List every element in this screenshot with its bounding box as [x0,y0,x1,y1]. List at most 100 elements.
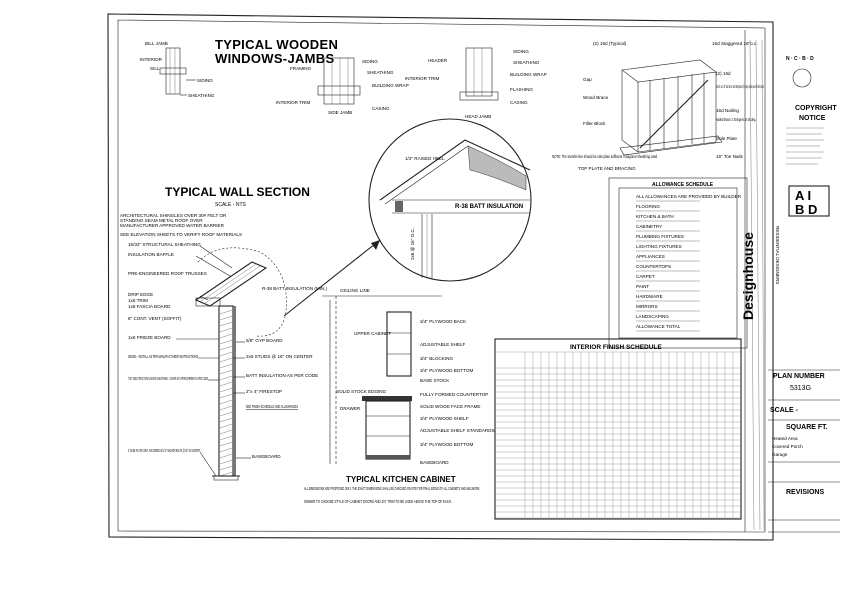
jamb-label-13: HEADER [428,58,448,63]
cabinet-title: TYPICAL KITCHEN CABINET [346,475,456,484]
copyright-1: COPYRIGHT [795,105,837,112]
cab-label-12: 3/4" PLYWOOD BOTTOM [420,442,473,447]
allowance-item: MIRRORS [636,304,658,309]
fine-print-strips [749,39,765,531]
aibd-box [788,185,830,217]
jamb-label-12: SIDE JAMB [328,110,352,115]
jamb-label-2: INTERIOR [140,57,163,62]
ncbd-seal [792,68,812,88]
jamb-label-20: HEAD JAMB [465,114,491,119]
wall-callout-r5: 2"x 4" FIRESTOP [246,389,282,394]
inner-border [117,19,766,533]
brace-label-9: Filler Block [583,121,606,126]
allowance-item: ALLOWANCE TOTAL [636,324,681,329]
cabinet-note-2: OWNER TO CHOOSE STYLE OF CABINET DOORS A… [304,499,452,504]
detail-circle [368,118,532,282]
kitchen-cabinet-detail: CEILING LINE 3/4" PLYWOOD BACK UPPER CAB… [304,288,495,504]
allowance-item: PLUMBING FIXTURES [636,234,684,239]
allowance-box [608,177,748,349]
jamb-label-6: FRAMING [290,66,312,71]
brace-label-10: Sole Plate [716,136,737,141]
wall-hatch-line [219,315,233,321]
wall-callout-2: STANDING SEAM METAL ROOF OVER [120,218,203,223]
finish-table [494,338,742,520]
sqft-row-1: Heated Area [772,436,798,441]
wall-callout-3: MANUFACTURER APPROVED WATER BARRIER [120,223,225,228]
wall-callout-r2: 5/8" GYP BOARD [246,338,283,343]
brace-label-7: 16d Nailing [716,108,739,113]
wall-hatch-line [219,435,233,441]
finish-grid [495,351,741,519]
cab-label-2: 3/4" PLYWOOD BACK [420,319,467,324]
jamb-label-3: SILL [150,66,160,71]
jamb-label-8: SHEATHING [367,70,394,75]
aibd-bottom: B D [795,202,817,217]
wall-hatch-line [219,411,233,417]
allowance-item: APPLIANCES [636,254,665,259]
wall-hatch-line [219,441,233,447]
jamb-label-7: SIDING [362,59,378,64]
jamb-label-4: SIDING [197,78,213,83]
allowance-item: CARPET [636,274,655,279]
cab-label-10: 3/4" PLYWOOD SHELF [420,416,469,421]
jamb-label-18: FLASHING [510,87,533,92]
cab-label-3: UPPER CABINET [354,331,391,336]
wall-callout-r6: SEE FINISH SCHEDULE AND ALLOWANCES [246,404,298,409]
brace-label-5: Gap [583,77,592,82]
wall-hatch-line [219,447,233,453]
wall-callout-r4: BATT INSULATION AS PER CODE [246,373,318,378]
brace-label-2: 16d Staggered 16"o.c. [712,41,758,46]
jambs-title-2: WINDOWS-JAMBS [215,51,334,66]
cab-label-15: SOLID STOCK EDGING [336,389,387,394]
wall-hatch-line [219,333,233,339]
wall-hatch [219,309,233,477]
base-cabinet [365,400,411,460]
brace-label-3: (2) 16d [716,71,731,76]
firm-sub: RESIDENTIAL DESIGNERS [775,226,780,284]
jamb-label-5: SHEATHING [188,93,215,98]
brace-label-11: 16" Toe Nails [716,154,744,159]
jamb-label-14: SIDING [513,49,529,54]
cab-label-7: 3/4" PLYWOOD BOTTOM [420,368,473,373]
cab-label-8: BASE STOCK [420,378,450,383]
allowance-item: HARDWARE [636,294,663,299]
sqft-row-3: Garage [772,452,788,457]
wall-hatch-line [219,405,233,411]
sqft-label: SQUARE FT. [786,424,828,431]
allowance-title: ALLOWANCE SCHEDULE [652,182,714,188]
sill-shape [159,67,187,75]
finish-title: INTERIOR FINISH SCHEDULE [570,344,662,351]
wall-hatch-line [219,453,233,459]
allowance-item: KITCHEN & BATH [636,214,674,219]
aibd-top: A I [795,188,811,203]
allowance-item: LIGHTING FIXTURES [636,244,682,249]
cab-label-6: FULLY FORMED COUNTERTOP [420,392,488,397]
wall-section-scale: SCALE - NTS [215,202,247,208]
copyright-2: NOTICE [799,115,826,122]
cab-label-5: 3/4" BLOCKING [420,356,453,361]
allowance-item: FLOORING [636,204,660,209]
countertop [362,396,412,401]
revisions-label: REVISIONS [786,489,824,496]
wall-section-title: TYPICAL WALL SECTION [165,185,310,199]
cab-label-9: ADJUSTABLE SHELF STANDARDS [420,428,495,433]
allowance-item: ALL ALLOWANCES ARE PROVIDED BY BUILDER [636,194,742,199]
wall-callout-15: 2" BASE PLATE CONT. ANCHORED W/ 1/2" ANC… [128,448,200,453]
wall-hatch-line [219,471,233,477]
jamb-label-19: CASING [510,100,528,105]
wall-hatch-line [219,309,233,315]
finish-schedule: INTERIOR FINISH SCHEDULE [494,338,742,520]
wall-callout-8: DRIP EDGE [128,292,153,297]
heel-detail: 1/2" RAISED HEEL R-38 BATT INSULATION 2x… [283,118,532,317]
heel-label-2: R-38 BATT INSULATION [455,204,523,210]
allowance-items: ALL ALLOWANCES ARE PROVIDED BY BUILDER FL… [636,194,742,332]
wall-hatch-line [219,351,233,357]
jamb-label-16: BUILDING WRAP [510,72,547,77]
cab-label-4: ADJUSTABLE SHELF [420,342,466,347]
wall-callout-13: SIDING - INSTALL AS PER MANUFACTURER INS… [128,354,198,359]
wall-callout-4: SEE ELEVATION SHEETS TO VERIFY ROOF MATE… [120,232,242,237]
wall-hatch-line [219,327,233,333]
wall-hatch-line [219,465,233,471]
wall-hatch-line [219,417,233,423]
